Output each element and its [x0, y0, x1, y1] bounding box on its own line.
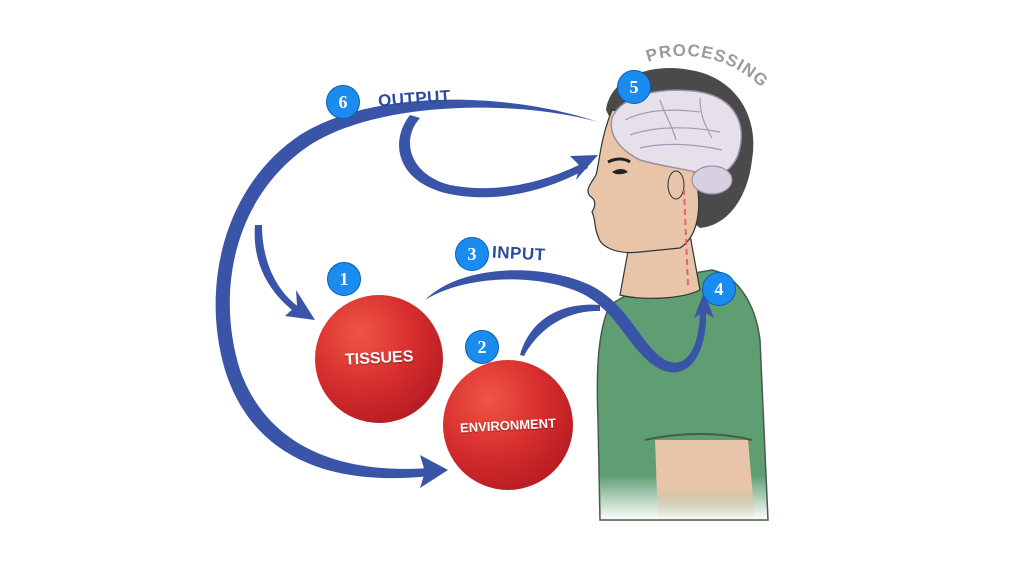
arrowhead-tissues [285, 290, 315, 320]
badge-5: 5 [617, 70, 651, 104]
badge-1: 1 [327, 262, 361, 296]
tissues-label: TISSUES [344, 348, 414, 369]
person-illustration [587, 67, 769, 521]
badge-4: 4 [702, 272, 736, 306]
environment-label: ENVIRONMENT [459, 414, 557, 436]
eye [612, 169, 628, 175]
tissues-node: TISSUES [315, 295, 443, 423]
sleeve-edge [644, 433, 753, 441]
eyebrow [607, 157, 631, 164]
input-arrow-environment [520, 304, 600, 356]
badge-3: 3 [455, 237, 489, 271]
arrowhead-face [570, 155, 598, 180]
badge-2: 2 [465, 330, 499, 364]
badge-6: 6 [326, 85, 360, 119]
output-arrow-tissues [254, 225, 300, 313]
arrowhead-environment [420, 455, 448, 488]
brain-folds [624, 97, 723, 151]
input-arrow-tissues [425, 270, 707, 373]
arm [655, 440, 755, 520]
spinal-nerve [683, 189, 689, 286]
environment-node: ENVIRONMENT [443, 360, 573, 490]
input-label: INPUT [491, 242, 546, 265]
arrows [215, 99, 714, 488]
arrowhead-spine [694, 292, 714, 318]
ear [667, 170, 685, 200]
brain [610, 89, 742, 177]
output-arrow-face [399, 115, 588, 198]
cerebellum [691, 165, 733, 195]
